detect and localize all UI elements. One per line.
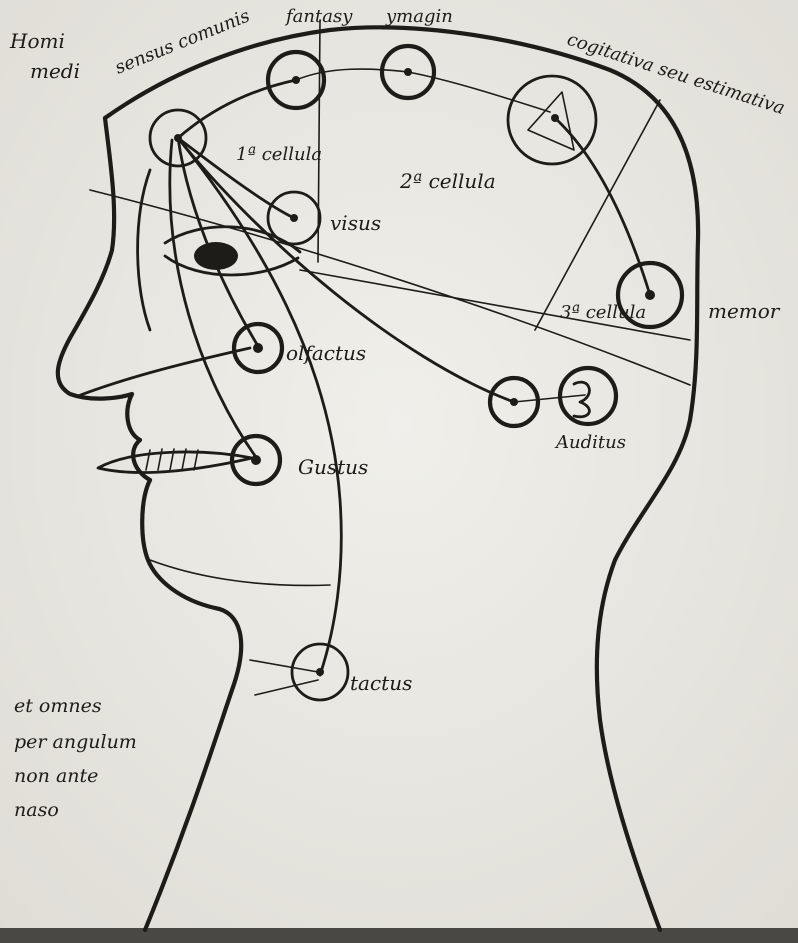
marginal-note-line1: et omnes: [14, 695, 102, 717]
label-prima-cellula: 1ª cellula: [236, 144, 322, 165]
label-visus: visus: [330, 211, 381, 235]
label-homini-line1: Homi: [9, 29, 65, 53]
marginal-note-line4: naso: [14, 799, 59, 821]
label-olfactus: olfactus: [286, 341, 366, 365]
label-homini-line2: medi: [30, 59, 80, 83]
label-memoria: memor: [708, 299, 781, 323]
label-gustus: Gustus: [298, 455, 368, 479]
label-secunda-cellula: 2ª cellula: [399, 169, 496, 193]
label-ymaginatio: ymagin: [385, 6, 453, 27]
label-fantasia: fantasy: [284, 6, 353, 27]
label-tactus: tactus: [350, 671, 412, 695]
page-bottom-edge: [0, 928, 798, 943]
label-auditus: Auditus: [554, 432, 626, 453]
label-tertia-cellula: 3ª cellula: [560, 302, 646, 323]
marginal-note-line3: non ante: [14, 765, 98, 787]
marginal-note-line2: per angulum: [14, 731, 137, 753]
